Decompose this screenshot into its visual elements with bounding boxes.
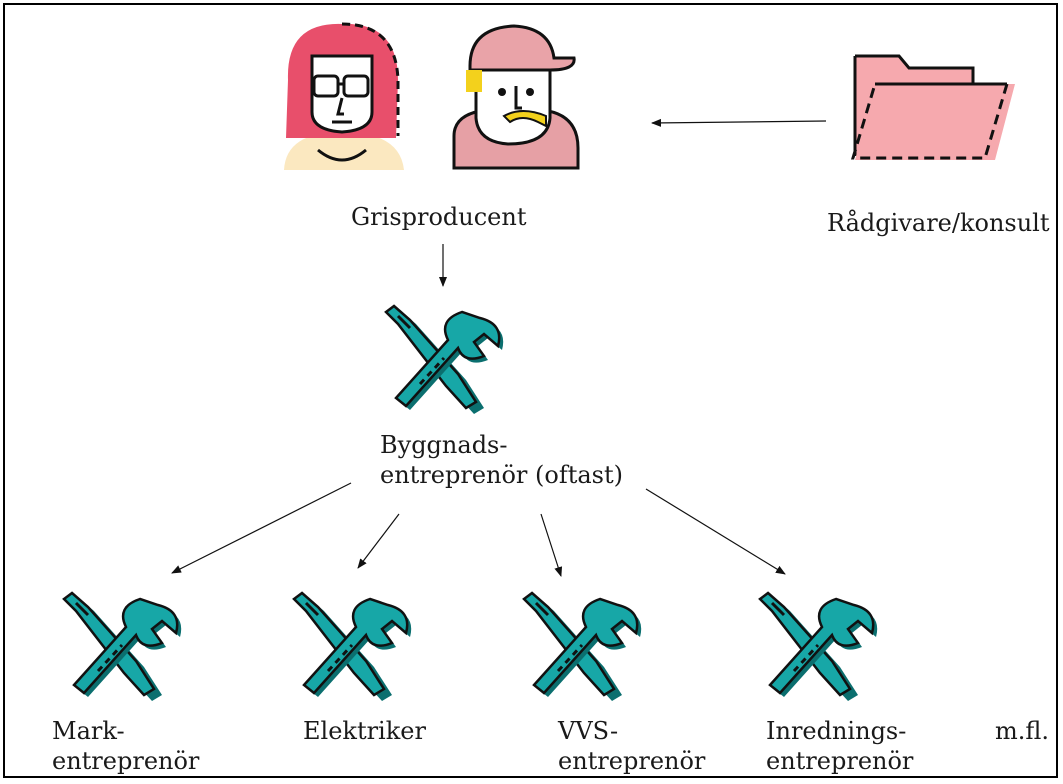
tools-icon-sub1: [62, 591, 183, 703]
label-radgivare-konsult: Rådgivare/konsult: [827, 209, 1050, 237]
tools-icon-sub3: [522, 591, 643, 703]
woman-icon: [284, 22, 404, 170]
man-with-cap-icon: [452, 24, 580, 170]
folder-icon: [850, 54, 1015, 160]
label-grisproducent: Grisproducent: [351, 203, 527, 231]
label-vvs-entreprenor: VVS- entreprenör: [558, 717, 706, 775]
tools-icon-sub2: [292, 591, 413, 703]
diagram-frame: [3, 3, 1058, 778]
arrow-builder-to-sub2: [357, 513, 400, 569]
label-inredningsentreprenor: Inrednings- entreprenör: [766, 717, 914, 775]
label-mfl: m.fl.: [995, 717, 1050, 745]
label-byggnadsentreprenor: Byggnads- entreprenör (oftast): [380, 431, 623, 489]
tools-icon-sub4: [758, 591, 879, 703]
arrow-builder-to-sub1: [171, 482, 352, 574]
arrow-builder-to-sub4: [645, 488, 786, 575]
label-elektriker: Elektriker: [303, 717, 426, 745]
tools-icon-builder: [384, 304, 505, 416]
label-markentreprenor: Mark- entreprenör: [52, 717, 200, 775]
arrow-builder-to-sub3: [540, 513, 563, 577]
arrow-advisor-to-owner: [651, 118, 827, 127]
